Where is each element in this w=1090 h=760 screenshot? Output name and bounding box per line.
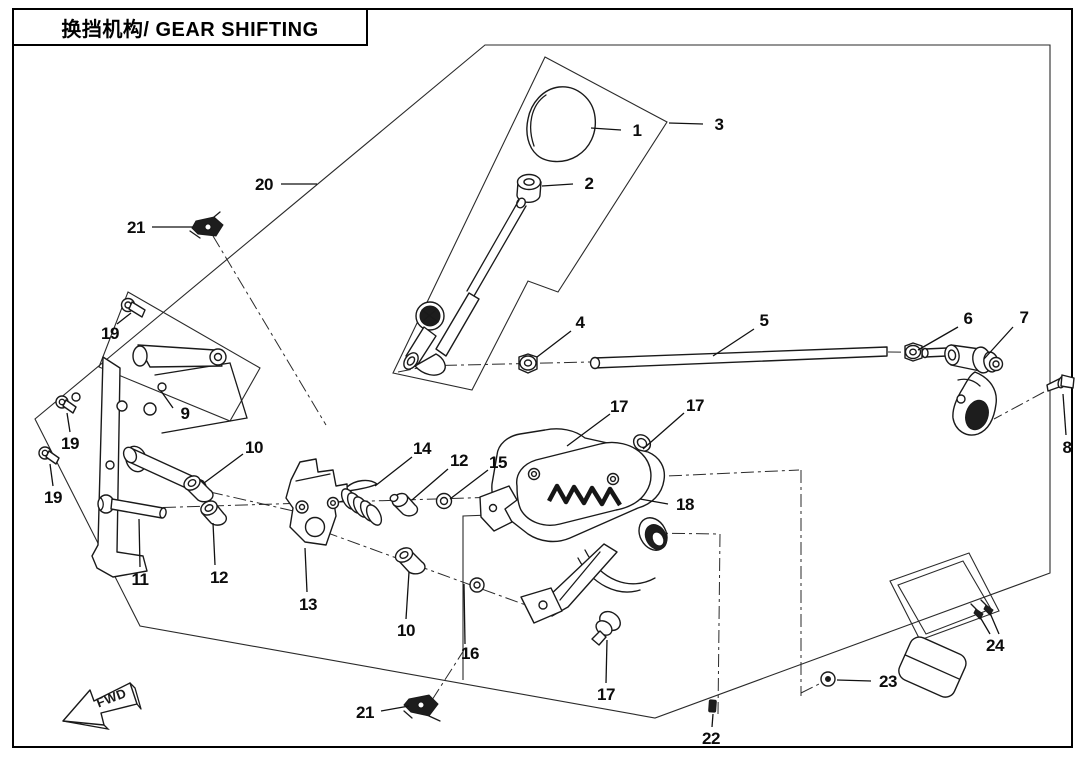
callout-number-7: 7 [1020,308,1029,327]
callout-leader-12 [212,522,216,566]
callout-number-2: 2 [585,174,594,193]
part-24-screws [970,599,994,620]
main-group-outline [34,44,1051,719]
callout-leader-5 [712,328,755,357]
part-21-clip-bottom [403,694,441,722]
callout-number-17: 17 [686,396,704,415]
part-19-bolt-top [120,297,146,318]
callout-number-12: 12 [210,568,228,587]
callout-number-9: 9 [181,404,190,423]
callout-leader-19 [49,463,54,487]
callout-number-6: 6 [964,309,973,328]
part-10-bushing-upper [183,475,214,503]
part-14-spring [340,479,383,526]
part-16-washer [469,577,485,593]
part-7-shift-arm [944,344,1004,436]
part-19-bolt-bottom [38,446,60,465]
callout-leader-15 [449,469,489,500]
shift-lever-group-outline [392,56,668,391]
callout-leader-11 [138,518,141,568]
part-8-bolt [1046,374,1075,392]
callout-number-23: 23 [879,672,897,691]
part-damper-block [898,636,967,698]
callout-number-14: 14 [413,439,432,458]
callout-leader-10 [405,571,410,620]
callout-leader-16 [463,583,466,645]
callout-leader-21 [380,705,410,712]
part-2-lock-nut [516,173,542,203]
callout-number-10: 10 [397,621,415,640]
callout-number-22: 22 [702,729,720,748]
part-10-bushing-lower [394,547,426,575]
part-18-gate-pedal-assembly [479,428,668,624]
damper-frame-outer [889,552,1000,641]
callout-leader-19 [66,412,71,433]
callout-leader-18 [639,498,669,505]
callout-number-12: 12 [450,451,468,470]
part-3-shift-lever [403,197,527,376]
page-title: 换挡机构/ GEAR SHIFTING [61,18,319,41]
callout-number-17: 17 [597,685,615,704]
callout-leader-4 [536,330,572,358]
callout-number-15: 15 [489,453,507,472]
part-9-pedal-bracket [71,344,248,578]
callout-number-19: 19 [44,488,62,507]
callout-number-1: 1 [633,121,642,140]
part-11-bolt [97,494,167,519]
callout-number-3: 3 [715,115,724,134]
callout-number-13: 13 [299,595,317,614]
callout-number-8: 8 [1063,438,1072,457]
callout-leader-22 [711,713,714,728]
part-13-plate-bracket [285,458,349,546]
callout-number-10: 10 [245,438,263,457]
callout-leader-17 [605,639,608,684]
callout-number-19: 19 [61,434,79,453]
part-5-shift-rod [589,346,948,370]
title-box: 换挡机构/ GEAR SHIFTING [12,8,368,46]
part-19-bolt-middle [55,395,77,414]
callout-leader-14 [374,456,413,487]
callout-leader-1 [590,127,622,131]
part-17-bolt-bottom [591,610,621,646]
callout-leader-23 [836,679,872,682]
part-15-washer [435,492,453,510]
part-12-bushing-left [200,500,228,526]
part-4-hex-nut [518,353,538,374]
callout-leader-8 [1062,393,1067,436]
callout-leader-24 [979,616,991,635]
callout-leader-6 [917,326,959,351]
callout-number-19: 19 [101,324,119,343]
part-12-bushing-right [389,492,419,517]
callout-leader-12 [411,468,449,501]
callout-number-16: 16 [461,644,479,663]
callout-number-5: 5 [760,311,769,330]
callout-leader-2 [541,183,574,187]
part-22-pin [708,699,717,713]
callout-leader-17 [566,413,611,447]
callout-leader-24 [989,612,1000,635]
callout-number-21: 21 [356,703,374,722]
callout-leader-13 [304,547,308,593]
callout-number-11: 11 [132,570,149,589]
callout-number-20: 20 [255,175,273,194]
callout-leader-3 [668,122,704,125]
callout-number-24: 24 [986,636,1005,655]
part-1-gear-knob [526,86,597,163]
callout-leader-10 [203,453,244,484]
fwd-arrow: FWD [62,682,142,731]
callout-leader-7 [983,326,1014,360]
callout-leader-17 [642,412,685,450]
callout-number-21: 21 [127,218,145,237]
callout-leader-19 [116,312,132,325]
callout-number-17: 17 [610,397,628,416]
part-23-grommet [820,671,836,687]
part-21-clip-top [189,211,224,239]
callout-leader-9 [160,390,174,409]
part-6-hex-nut [904,342,923,362]
callout-number-4: 4 [576,313,586,332]
callout-number-18: 18 [676,495,694,514]
